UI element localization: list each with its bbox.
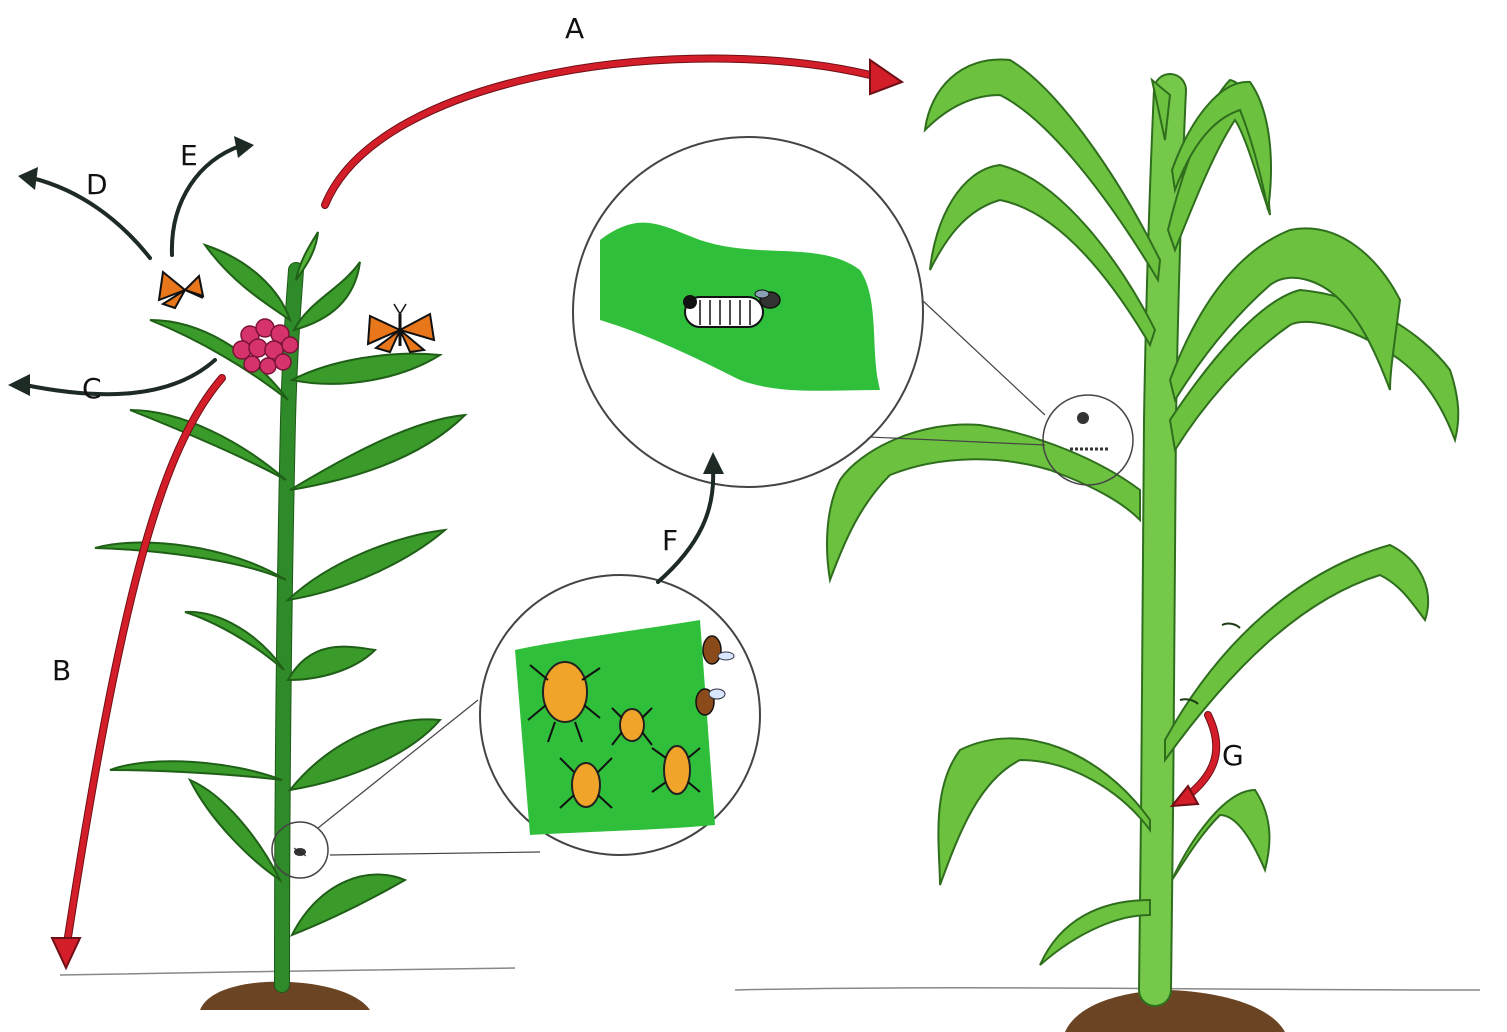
corn-plant — [827, 60, 1458, 990]
arrow-d — [18, 167, 150, 258]
label-f: F — [662, 524, 678, 557]
fly-icon — [294, 848, 306, 856]
milkweed-plant — [95, 232, 465, 985]
label-b: B — [52, 654, 71, 687]
label-c: C — [82, 372, 102, 405]
label-a: A — [565, 12, 584, 45]
butterfly-icon — [159, 272, 203, 308]
ground-line-right — [735, 988, 1480, 990]
caterpillar-icon — [683, 295, 763, 327]
arrow-c — [8, 360, 215, 396]
aphid-zoom-view — [272, 575, 760, 878]
label-g: G — [1222, 739, 1244, 772]
label-e: E — [180, 139, 198, 172]
soil-mound-corn — [1065, 990, 1285, 1032]
arrow-b — [52, 378, 222, 968]
label-d: D — [86, 168, 108, 201]
butterfly-icon — [368, 304, 434, 352]
